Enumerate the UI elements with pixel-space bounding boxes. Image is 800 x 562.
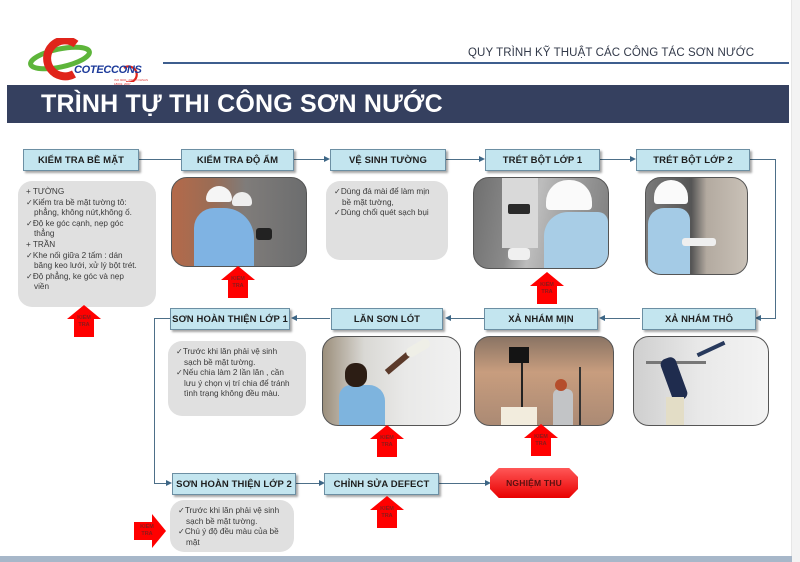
step-moisture-check: KIỂM TRA ĐỘ ẨM — [181, 149, 294, 171]
photo-rough-sanding — [633, 336, 769, 426]
cotecons-logo: COTECCONS ISO 9001: 2008 / OHSAS 18001: … — [28, 38, 158, 86]
connector-line — [775, 159, 776, 319]
connector-line — [448, 318, 484, 319]
step-acceptance: NGHIỆM THU — [490, 468, 578, 498]
step-finish-coat-1: SƠN HOÀN THIỆN LỚP 1 — [170, 308, 290, 330]
step-surface-check: KIỂM TRA BỀ MẶT — [23, 149, 139, 171]
logo-certification: ISO 9001: 2008 / OHSAS 18001: 2007 — [114, 78, 149, 86]
photo-putty-coat-1 — [473, 177, 609, 269]
arrow-right-icon — [630, 156, 636, 162]
step-putty-coat-2: TRÉT BỘT LỚP 2 — [636, 149, 750, 171]
step-primer-roll: LĂN SƠN LÓT — [331, 308, 443, 330]
connector-line — [294, 483, 320, 484]
step-fine-sanding: XẢ NHÁM MỊN — [484, 308, 598, 330]
header-divider — [163, 62, 789, 64]
logo-swoosh-icon — [28, 38, 138, 82]
footer-band — [0, 556, 792, 562]
arrow-left-icon — [755, 315, 761, 321]
note-finish-coat-1: ✓Trước khi lăn phải vệ sinh sạch bề mặt … — [168, 341, 306, 416]
arrow-right-icon — [485, 480, 491, 486]
title-bar: TRÌNH TỰ THI CÔNG SƠN NƯỚC — [7, 85, 789, 123]
photo-primer-roll — [322, 336, 461, 426]
photo-putty-coat-2 — [645, 177, 748, 275]
arrow-right-icon — [319, 480, 325, 486]
step-defect-correction: CHỈNH SỬA DEFECT — [324, 473, 439, 495]
step-rough-sanding: XẢ NHÁM THÔ — [642, 308, 756, 330]
connector-line — [598, 159, 630, 160]
logo-text: COTECCONS — [74, 64, 142, 76]
arrow-left-icon — [599, 315, 605, 321]
connector-line — [760, 318, 776, 319]
step-putty-coat-1: TRÉT BỘT LỚP 1 — [485, 149, 600, 171]
connector-line — [602, 318, 640, 319]
connector-line — [294, 318, 330, 319]
note-wall-cleaning: ✓Dùng đá mài để làm mịn bề mặt tường, ✓D… — [326, 181, 448, 260]
connector-line — [154, 318, 170, 319]
note-surface-check: + TƯỜNG ✓Kiểm tra bề mặt tường tô: phẳng… — [18, 181, 156, 307]
page-edge — [791, 0, 800, 562]
document-title: QUY TRÌNH KỸ THUẬT CÁC CÔNG TÁC SƠN NƯỚC — [468, 47, 755, 59]
page-title: TRÌNH TỰ THI CÔNG SƠN NƯỚC — [41, 90, 443, 118]
arrow-right-icon — [166, 480, 172, 486]
connector-line — [444, 159, 480, 160]
arrow-right-icon — [324, 156, 330, 162]
step-wall-cleaning: VỆ SINH TƯỜNG — [330, 149, 446, 171]
note-finish-coat-2: ✓Trước khi lăn phải vệ sinh sạch bề mặt … — [170, 500, 294, 552]
connector-line — [154, 318, 155, 484]
photo-fine-sanding — [474, 336, 614, 426]
connector-line — [154, 483, 168, 484]
connector-line — [437, 483, 487, 484]
connector-line — [748, 159, 775, 160]
arrow-left-icon — [291, 315, 297, 321]
arrow-left-icon — [445, 315, 451, 321]
photo-moisture-check — [171, 177, 307, 267]
step-finish-coat-2: SƠN HOÀN THIỆN LỚP 2 — [172, 473, 296, 495]
connector-line — [292, 159, 324, 160]
arrow-right-icon — [479, 156, 485, 162]
connector-line — [137, 159, 181, 160]
